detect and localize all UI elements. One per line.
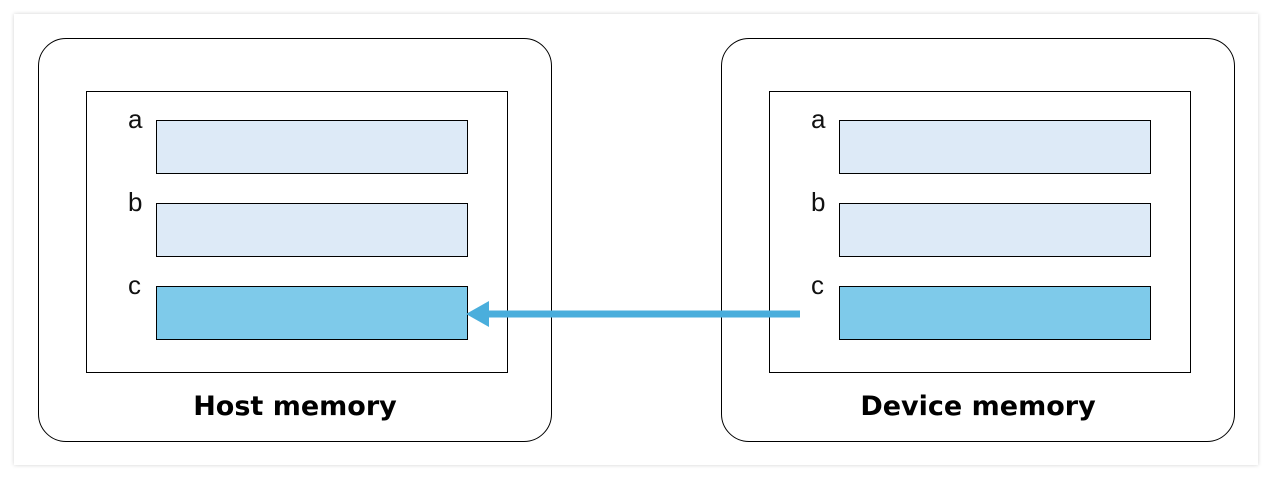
device-row-c-bar (839, 286, 1151, 340)
device-memory-panel: a b c Device memory (721, 38, 1235, 442)
host-memory-title: Host memory (193, 391, 397, 422)
device-row-c-label: c (811, 270, 824, 300)
device-row-a-label: a (811, 104, 826, 134)
host-row-a-bar (156, 120, 468, 174)
host-memory-panel: a b c Host memory (38, 38, 552, 442)
copy-arrow-head (466, 301, 489, 327)
diagram-canvas: a b c Host memory a b c Device memory (14, 14, 1258, 465)
device-row-a-bar (839, 120, 1151, 174)
host-row-b-bar (156, 203, 468, 257)
host-row-c-bar (156, 286, 468, 340)
host-row-a-label: a (128, 104, 143, 134)
device-memory-buffer-box: a b c (769, 91, 1191, 373)
device-row-b-label: b (811, 187, 826, 217)
host-row-c-label: c (128, 270, 141, 300)
device-memory-title: Device memory (860, 391, 1096, 422)
host-memory-buffer-box: a b c (86, 91, 508, 373)
device-row-b-bar (839, 203, 1151, 257)
host-row-b-label: b (128, 187, 143, 217)
copy-arrow (466, 301, 800, 327)
